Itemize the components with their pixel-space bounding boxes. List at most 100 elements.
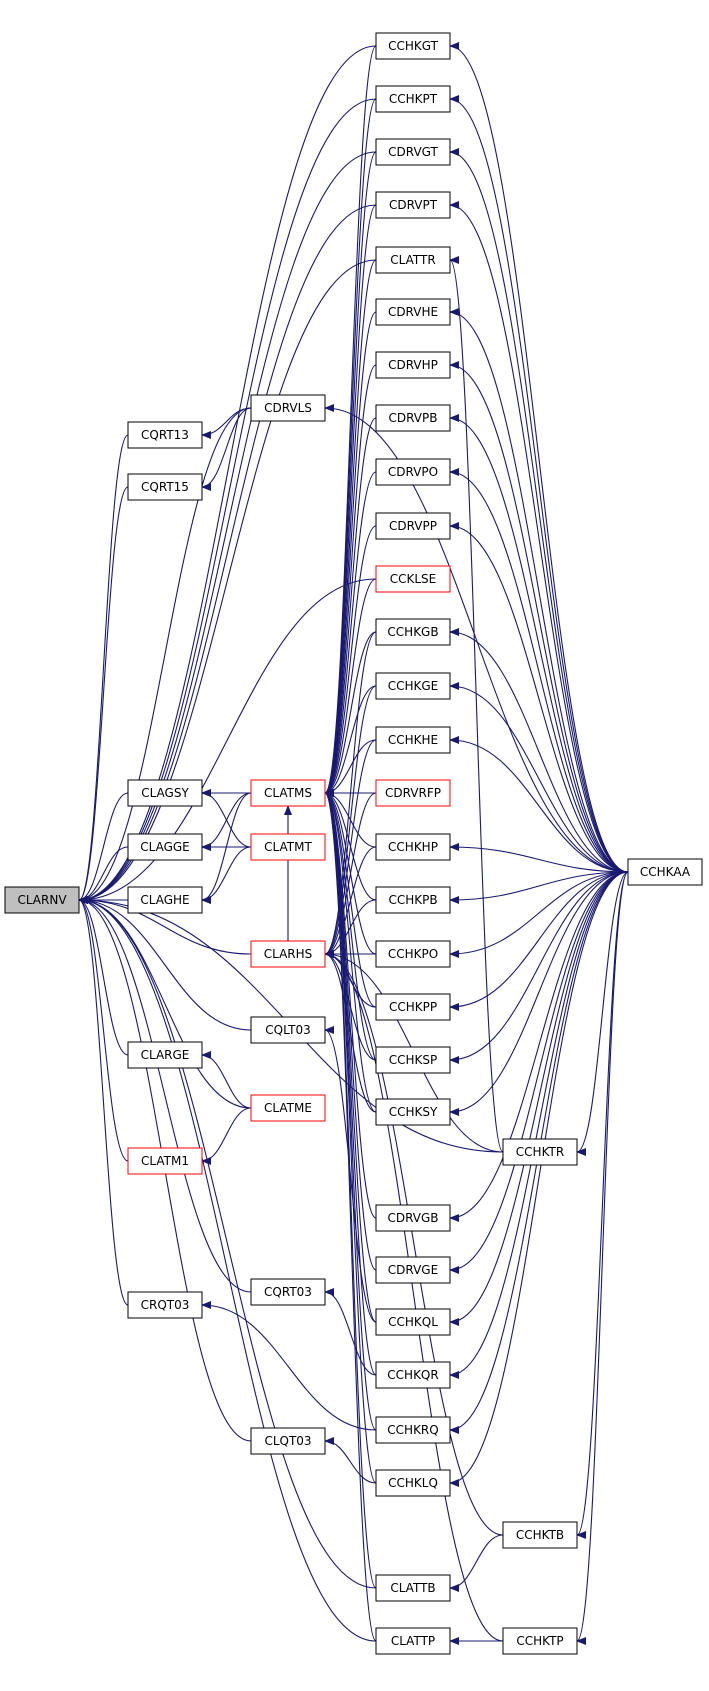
node-clatms[interactable]: CLATMS [250,779,326,807]
node-cchktb[interactable]: CCHKTB [502,1521,578,1549]
edge-cchkgb-to-clatms [324,631,377,797]
node-box-cchkge [375,672,451,700]
node-cdrvhe[interactable]: CDRVHE [375,298,451,326]
node-cchksp[interactable]: CCHKSP [375,1046,451,1074]
node-label-cchklq: CCHKLQ [388,1476,438,1490]
node-cdrvpo[interactable]: CDRVPO [375,458,451,486]
node-box-cdrvpt [375,191,451,219]
node-cdrvpb[interactable]: CDRVPB [375,404,451,432]
node-box-cchkqr [375,1361,451,1389]
node-label-cchkrq: CCHKRQ [387,1423,438,1437]
node-cchkge[interactable]: CCHKGE [375,672,451,700]
node-clarnv[interactable]: CLARNV [4,886,80,914]
node-cdrvhp[interactable]: CDRVHP [375,351,451,379]
node-cchkpt[interactable]: CCHKPT [375,85,451,113]
edge-cqlt03-to-clarnv [78,896,252,1031]
node-clagsy[interactable]: CLAGSY [127,779,203,807]
node-cchkaa[interactable]: CCHKAA [627,858,703,886]
node-label-cdrvrfp: CDRVRFP [385,786,441,800]
node-clarhs[interactable]: CLARHS [250,940,326,968]
node-box-cdrvpb [375,404,451,432]
edge-cdrvls-to-clarnv [78,407,252,904]
node-box-cdrvgt [375,138,451,166]
node-cchkpb[interactable]: CCHKPB [375,886,451,914]
node-clatme[interactable]: CLATME [250,1094,326,1122]
node-clattr[interactable]: CLATTR [375,246,451,274]
node-label-cdrvpt: CDRVPT [389,198,438,212]
node-box-cchkpp [375,993,451,1021]
node-label-cchktp: CCHKTP [516,1634,563,1648]
node-box-cdrvhe [375,298,451,326]
node-claghe[interactable]: CLAGHE [127,886,203,914]
edge-clatm1-to-clarnv [78,896,129,1162]
node-cdrvgb[interactable]: CDRVGB [375,1204,451,1232]
node-label-ccklse: CCKLSE [390,572,437,586]
node-cchkhe[interactable]: CCHKHE [375,726,451,754]
node-clattb[interactable]: CLATTB [375,1574,451,1602]
node-label-clagsy: CLAGSY [141,786,189,800]
edge-cchkaa-to-cdrvpp [449,522,629,873]
node-clatmt[interactable]: CLATMT [250,833,326,861]
node-box-cdrvhp [375,351,451,379]
edge-clagsy-to-clarnv [78,792,129,904]
node-clatm1[interactable]: CLATM1 [127,1147,203,1175]
edge-cchkaa-to-cchkhp [449,843,629,873]
node-box-cchkgb [375,618,451,646]
edge-cchkaa-to-cdrvpt [449,201,629,873]
node-clarge[interactable]: CLARGE [127,1041,203,1069]
node-cchkqr[interactable]: CCHKQR [375,1361,451,1389]
node-cdrvpt[interactable]: CDRVPT [375,191,451,219]
node-cchkql[interactable]: CCHKQL [375,1308,451,1336]
edge-cchkhe-to-clarhs [324,739,377,958]
node-cchkrq[interactable]: CCHKRQ [375,1416,451,1444]
node-cchkgt[interactable]: CCHKGT [375,32,451,60]
node-cqrt03[interactable]: CQRT03 [250,1278,326,1306]
edge-cchkaa-to-cchksy [449,871,629,1116]
edge-cchkge-to-clatms [324,685,377,797]
node-label-clagge: CLAGGE [140,840,190,854]
edge-cchkhp-to-clarhs [324,846,377,958]
node-box-cchksy [375,1098,451,1126]
edge-cchklq-to-clqt03 [324,1437,377,1484]
node-box-cchktp [502,1627,578,1655]
node-cchkgb[interactable]: CCHKGB [375,618,451,646]
node-cqrt15[interactable]: CQRT15 [127,473,203,501]
node-label-clattb: CLATTB [390,1581,435,1595]
node-box-cchkpo [375,940,451,968]
edge-clattp-to-clatms [324,789,377,1642]
edge-cchkaa-to-cchkge [449,682,629,873]
node-cchktr[interactable]: CCHKTR [502,1138,578,1166]
node-label-clattr: CLATTR [390,253,435,267]
node-box-clagsy [127,779,203,807]
node-clattp[interactable]: CLATTP [375,1627,451,1655]
node-label-clqt03: CLQT03 [264,1434,311,1448]
node-cchksy[interactable]: CCHKSY [375,1098,451,1126]
node-label-clattp: CLATTP [391,1634,435,1648]
node-cdrvls[interactable]: CDRVLS [250,394,326,422]
node-box-cchklq [375,1469,451,1497]
node-clqt03[interactable]: CLQT03 [250,1427,326,1455]
node-cchklq[interactable]: CCHKLQ [375,1469,451,1497]
node-ccklse[interactable]: CCKLSE [375,565,451,593]
node-label-cchkqr: CCHKQR [387,1368,438,1382]
node-cqrt13[interactable]: CQRT13 [127,421,203,449]
node-cchkhp[interactable]: CCHKHP [375,833,451,861]
edge-cchkaa-to-cchktp [576,871,629,1645]
node-cchkpo[interactable]: CCHKPO [375,940,451,968]
node-box-cqrt13 [127,421,203,449]
node-cchkpp[interactable]: CCHKPP [375,993,451,1021]
node-clagge[interactable]: CLAGGE [127,833,203,861]
node-box-clattp [375,1627,451,1655]
node-label-cchkaa: CCHKAA [640,865,691,879]
node-cdrvge[interactable]: CDRVGE [375,1256,451,1284]
node-cdrvgt[interactable]: CDRVGT [375,138,451,166]
node-cchktp[interactable]: CCHKTP [502,1627,578,1655]
node-cdrvpp[interactable]: CDRVPP [375,512,451,540]
node-cdrvrfp[interactable]: CDRVRFP [375,779,451,807]
node-crqt03[interactable]: CRQT03 [127,1291,203,1319]
node-label-cdrvge: CDRVGE [388,1263,438,1277]
node-label-cchktb: CCHKTB [516,1528,564,1542]
node-label-cchkhe: CCHKHE [388,733,438,747]
node-cqlt03[interactable]: CQLT03 [250,1016,326,1044]
